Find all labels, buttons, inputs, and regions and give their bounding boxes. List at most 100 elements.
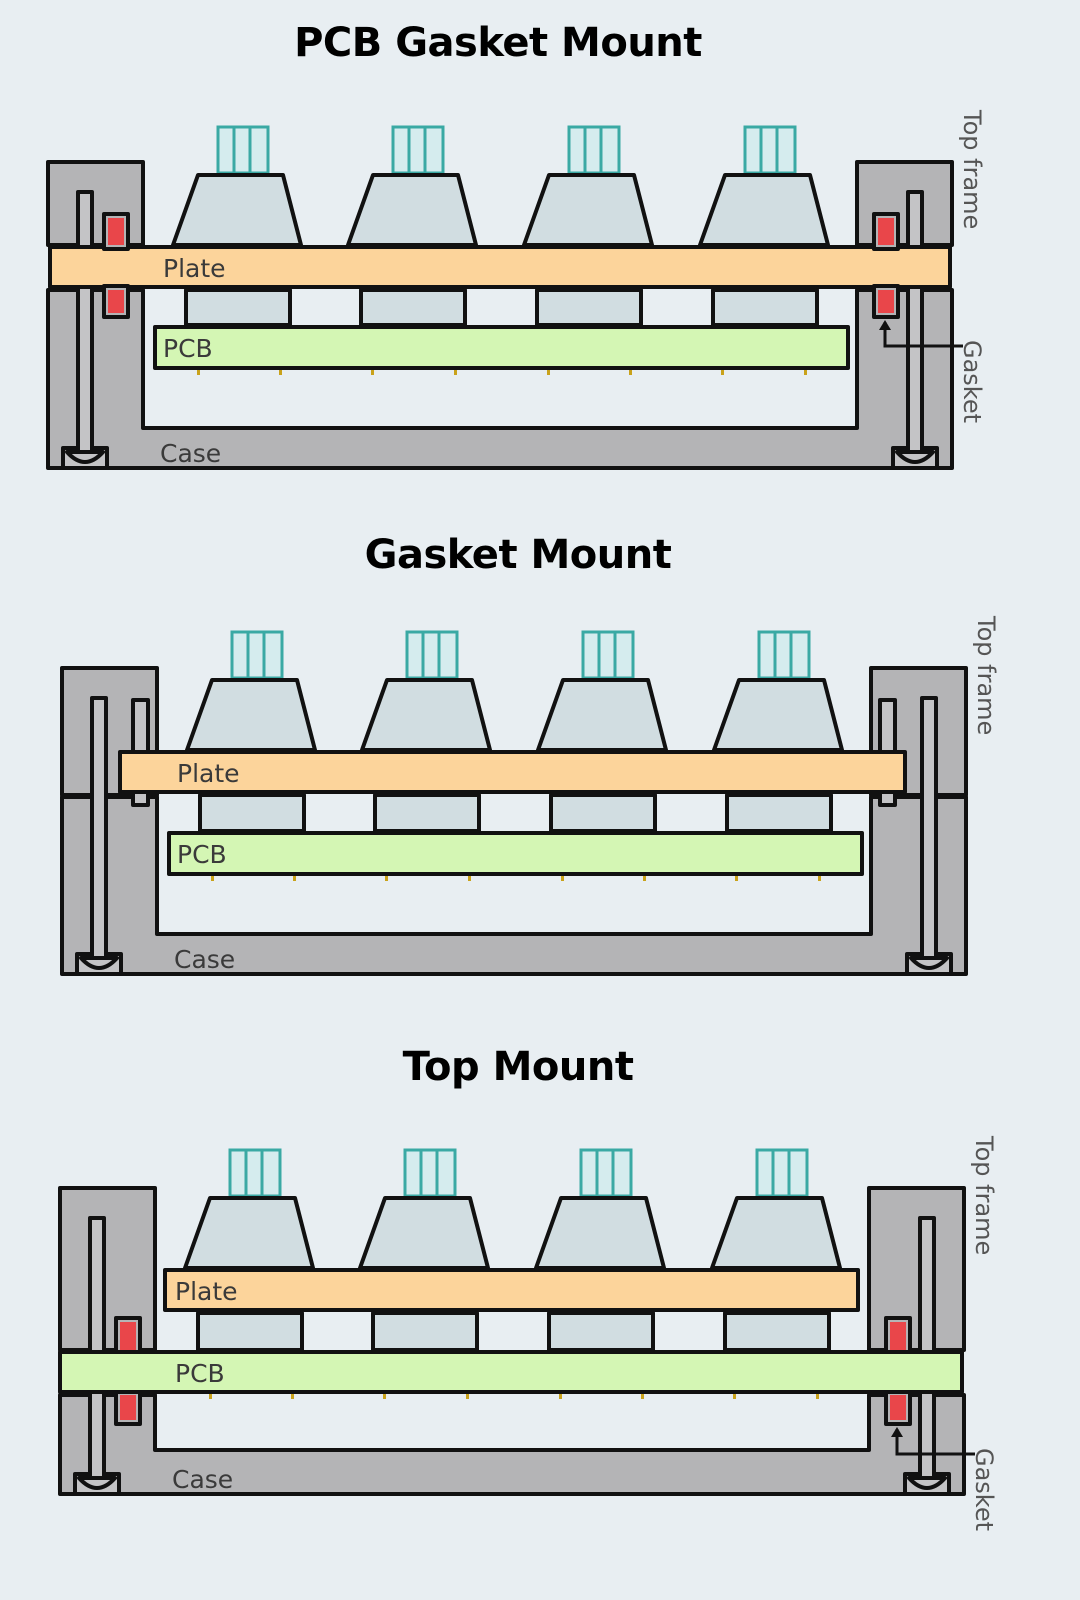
switch-top-housing: [536, 678, 668, 752]
pcb-label: PCB: [175, 1359, 225, 1388]
switch-bottom-housing: [371, 1311, 479, 1352]
pcb-pin: [816, 1394, 819, 1399]
switch-bottom-housing: [198, 793, 306, 833]
switch: [171, 125, 303, 327]
switch-stem: [216, 125, 270, 175]
switch-stem: [755, 1148, 809, 1198]
screw-head: [65, 450, 105, 464]
pcb: [153, 325, 850, 370]
gasket: [890, 1322, 906, 1350]
pcb-pin: [454, 370, 457, 375]
switch-stem: [579, 1148, 633, 1198]
title-top-mount: Top Mount: [402, 1044, 634, 1090]
screw-head: [77, 1476, 117, 1490]
pcb-pin: [629, 370, 632, 375]
pcb-pin: [385, 876, 388, 881]
pcb-pin: [561, 876, 564, 881]
switch: [698, 125, 830, 327]
screw-left: [88, 1216, 106, 1480]
switch-bottom-housing: [196, 1311, 304, 1352]
switch-top-housing: [360, 678, 492, 752]
pcb-pin: [383, 1394, 386, 1399]
screw-left: [76, 190, 94, 454]
pcb-pin: [209, 1394, 212, 1399]
switch: [346, 125, 478, 327]
case-label: Case: [174, 945, 235, 974]
pcb-pin: [211, 876, 214, 881]
screw-right: [918, 1216, 936, 1480]
top-frame-label: Top frame: [970, 1135, 998, 1255]
pcb-label: PCB: [163, 334, 213, 363]
switch-bottom-housing: [373, 793, 481, 833]
switch-stem: [743, 125, 797, 175]
gasket-label: Gasket: [958, 340, 986, 423]
gasket: [878, 290, 894, 313]
pcb-pin: [197, 370, 200, 375]
plate-label: Plate: [175, 1277, 238, 1306]
gasket-arrowhead: [891, 1427, 903, 1437]
pcb-pin: [643, 876, 646, 881]
screw-head: [79, 956, 119, 970]
pcb-pin: [547, 370, 550, 375]
switch-top-housing: [522, 173, 654, 247]
switch-stem: [757, 630, 811, 680]
screw-head: [895, 450, 935, 464]
switch-stem: [391, 125, 445, 175]
title-gasket-mount: Gasket Mount: [364, 532, 672, 578]
switch-top-housing: [346, 173, 478, 247]
switch-top-housing: [534, 1196, 666, 1270]
plate-label: Plate: [163, 254, 226, 283]
pcb-pin: [559, 1394, 562, 1399]
switch-bottom-housing: [359, 288, 467, 327]
pcb-pin: [468, 876, 471, 881]
gasket: [890, 1395, 906, 1420]
switch-stem: [405, 630, 459, 680]
switch: [360, 630, 492, 833]
gasket: [120, 1395, 136, 1420]
switch: [710, 1148, 842, 1352]
pcb: [167, 831, 864, 876]
switch: [358, 1148, 490, 1352]
pcb-label: PCB: [177, 840, 227, 869]
pcb-pin: [291, 1394, 294, 1399]
switch-top-housing: [171, 173, 303, 247]
gasket-arrowhead: [879, 320, 891, 330]
screw-left: [90, 696, 108, 960]
screw-right: [906, 190, 924, 454]
switch-bottom-housing: [535, 288, 643, 327]
gasket: [108, 218, 124, 245]
switch-bottom-housing: [711, 288, 819, 327]
switch: [536, 630, 668, 833]
plate: [118, 750, 907, 794]
pcb-pin: [293, 876, 296, 881]
plate: [48, 245, 952, 289]
switch-stem: [403, 1148, 457, 1198]
screw-right: [920, 696, 938, 960]
case-label: Case: [160, 439, 221, 468]
top-frame-label: Top frame: [972, 615, 1000, 735]
top-frame-label: Top frame: [958, 109, 986, 229]
case-shape: [58, 1393, 966, 1496]
switch-bottom-housing: [549, 793, 657, 833]
switch-top-housing: [185, 678, 317, 752]
pcb-pin: [371, 370, 374, 375]
pcb-pin: [641, 1394, 644, 1399]
pcb-pin: [733, 1394, 736, 1399]
pcb-pin: [466, 1394, 469, 1399]
switch-bottom-housing: [723, 1311, 831, 1352]
pcb-pin: [279, 370, 282, 375]
plate-label: Plate: [177, 759, 240, 788]
switch-top-housing: [712, 678, 844, 752]
switch-bottom-housing: [184, 288, 292, 327]
pcb-pin: [818, 876, 821, 881]
case-label: Case: [172, 1465, 233, 1494]
pcb-pin: [735, 876, 738, 881]
gasket: [878, 218, 894, 245]
screw-head: [909, 956, 949, 970]
title-pcb-gasket-mount: PCB Gasket Mount: [294, 20, 702, 66]
top-frame-right: [855, 160, 954, 247]
